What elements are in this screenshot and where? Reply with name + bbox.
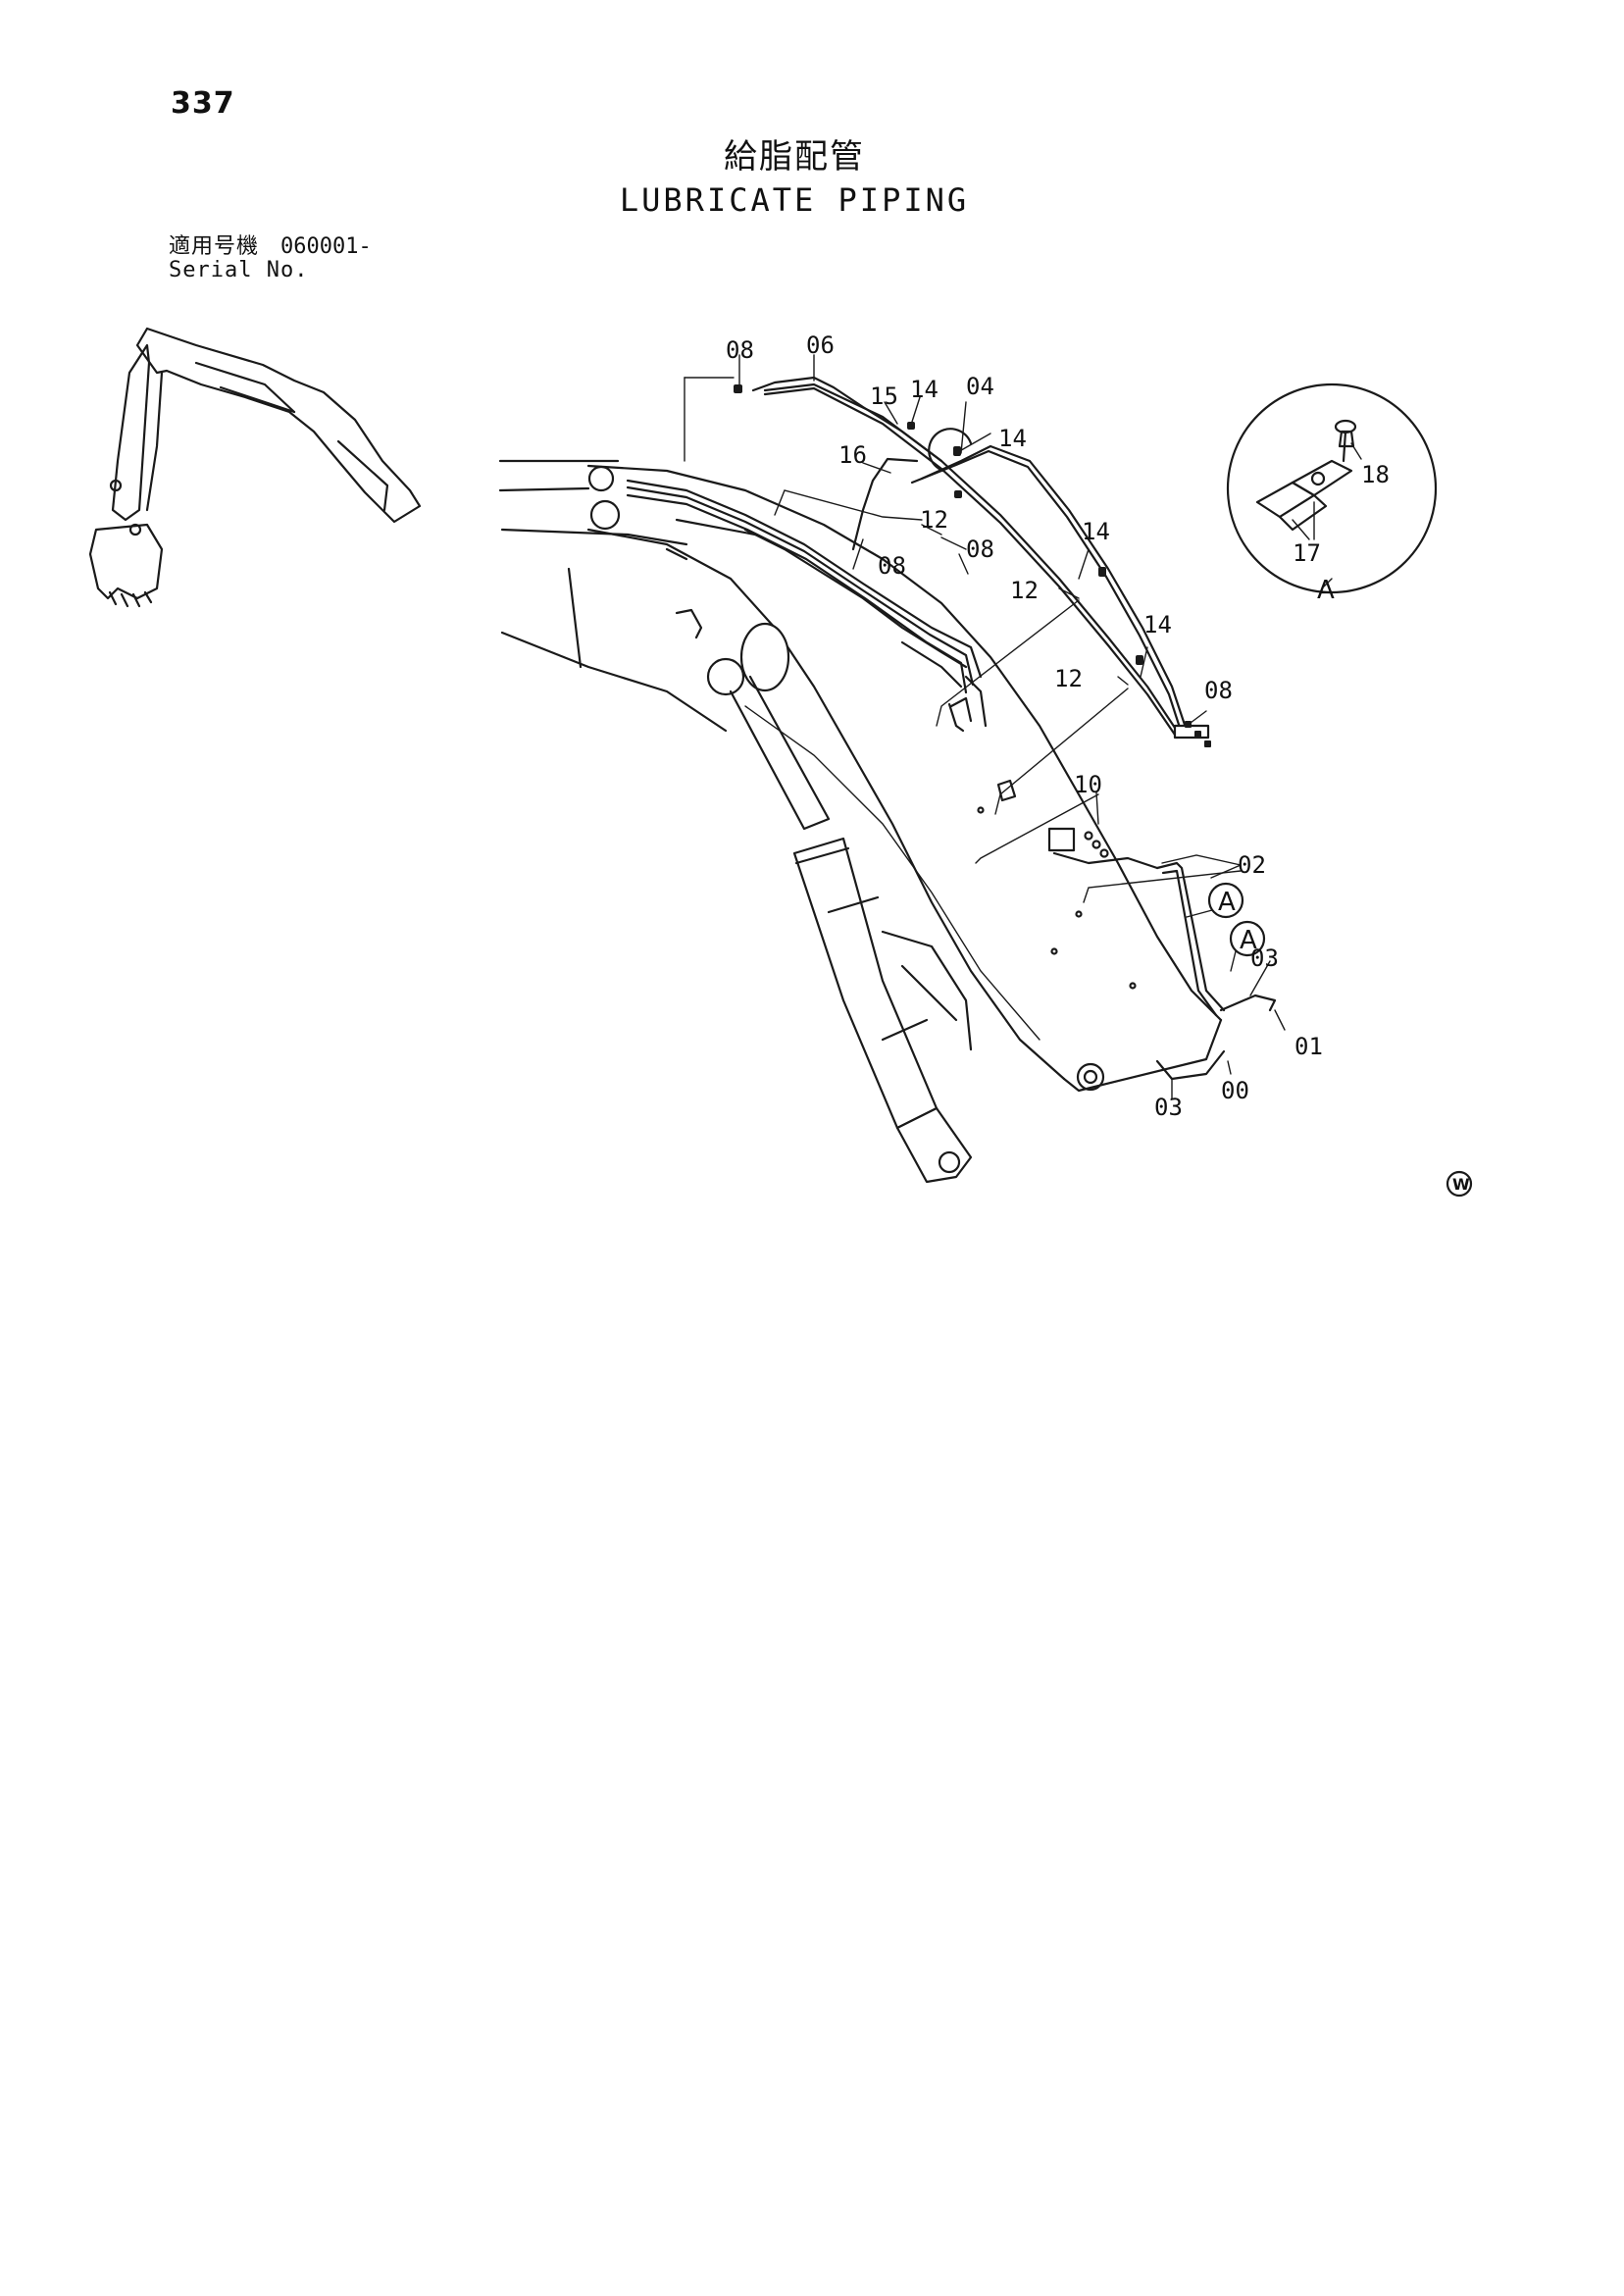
thumbnail-front-attachment — [88, 327, 422, 608]
page-number: 337 — [171, 86, 235, 121]
detail-a-label: A — [1317, 576, 1335, 605]
corner-mark: W — [1452, 1175, 1470, 1194]
label-08-mid: 08 — [966, 536, 994, 563]
label-12-b: 12 — [1010, 577, 1039, 604]
label-14-top: 14 — [910, 376, 939, 403]
label-00: 00 — [1221, 1077, 1249, 1104]
grease-pipes — [626, 383, 1277, 1017]
label-17: 17 — [1293, 539, 1321, 567]
ref-marker-a-1: A — [1218, 888, 1236, 917]
label-08-right: 08 — [1204, 677, 1233, 704]
label-16: 16 — [838, 441, 867, 469]
label-03-right: 03 — [1250, 944, 1279, 972]
serial-info: 適用号機 060001- Serial No. — [169, 235, 372, 282]
label-04: 04 — [966, 373, 994, 400]
hoses — [751, 376, 973, 551]
detail-a — [1226, 383, 1438, 594]
label-08-top: 08 — [726, 336, 754, 364]
label-18: 18 — [1361, 461, 1390, 488]
label-08-low: 08 — [878, 552, 906, 580]
label-01: 01 — [1294, 1033, 1323, 1060]
reference-markers — [1186, 882, 1473, 1198]
ref-marker-a-2: A — [1240, 926, 1257, 955]
label-14-right: 14 — [998, 425, 1027, 452]
label-14-low: 14 — [1143, 611, 1172, 638]
small-parts — [675, 384, 1211, 990]
leader-lines — [684, 354, 1286, 1099]
page-title-en: LUBRICATE PIPING — [619, 181, 970, 219]
title-block: 給脂配管 LUBRICATE PIPING — [549, 137, 1040, 220]
label-12-a: 12 — [920, 506, 948, 534]
label-06: 06 — [806, 332, 835, 359]
label-03-bottom: 03 — [1154, 1094, 1183, 1121]
label-14-mid: 14 — [1082, 518, 1110, 545]
label-02: 02 — [1238, 851, 1266, 879]
boom-assembly — [498, 459, 1226, 1093]
serial-label-en: Serial No. — [169, 258, 309, 282]
serial-value: 060001- — [280, 234, 372, 259]
boom-cylinder — [706, 622, 973, 1184]
serial-label-jp: 適用号機 — [169, 234, 260, 259]
page-title-jp: 給脂配管 — [724, 137, 865, 177]
serial-row: 適用号機 060001- — [169, 235, 372, 259]
label-15: 15 — [870, 383, 898, 410]
label-12-c: 12 — [1054, 665, 1083, 692]
label-10: 10 — [1074, 771, 1102, 798]
